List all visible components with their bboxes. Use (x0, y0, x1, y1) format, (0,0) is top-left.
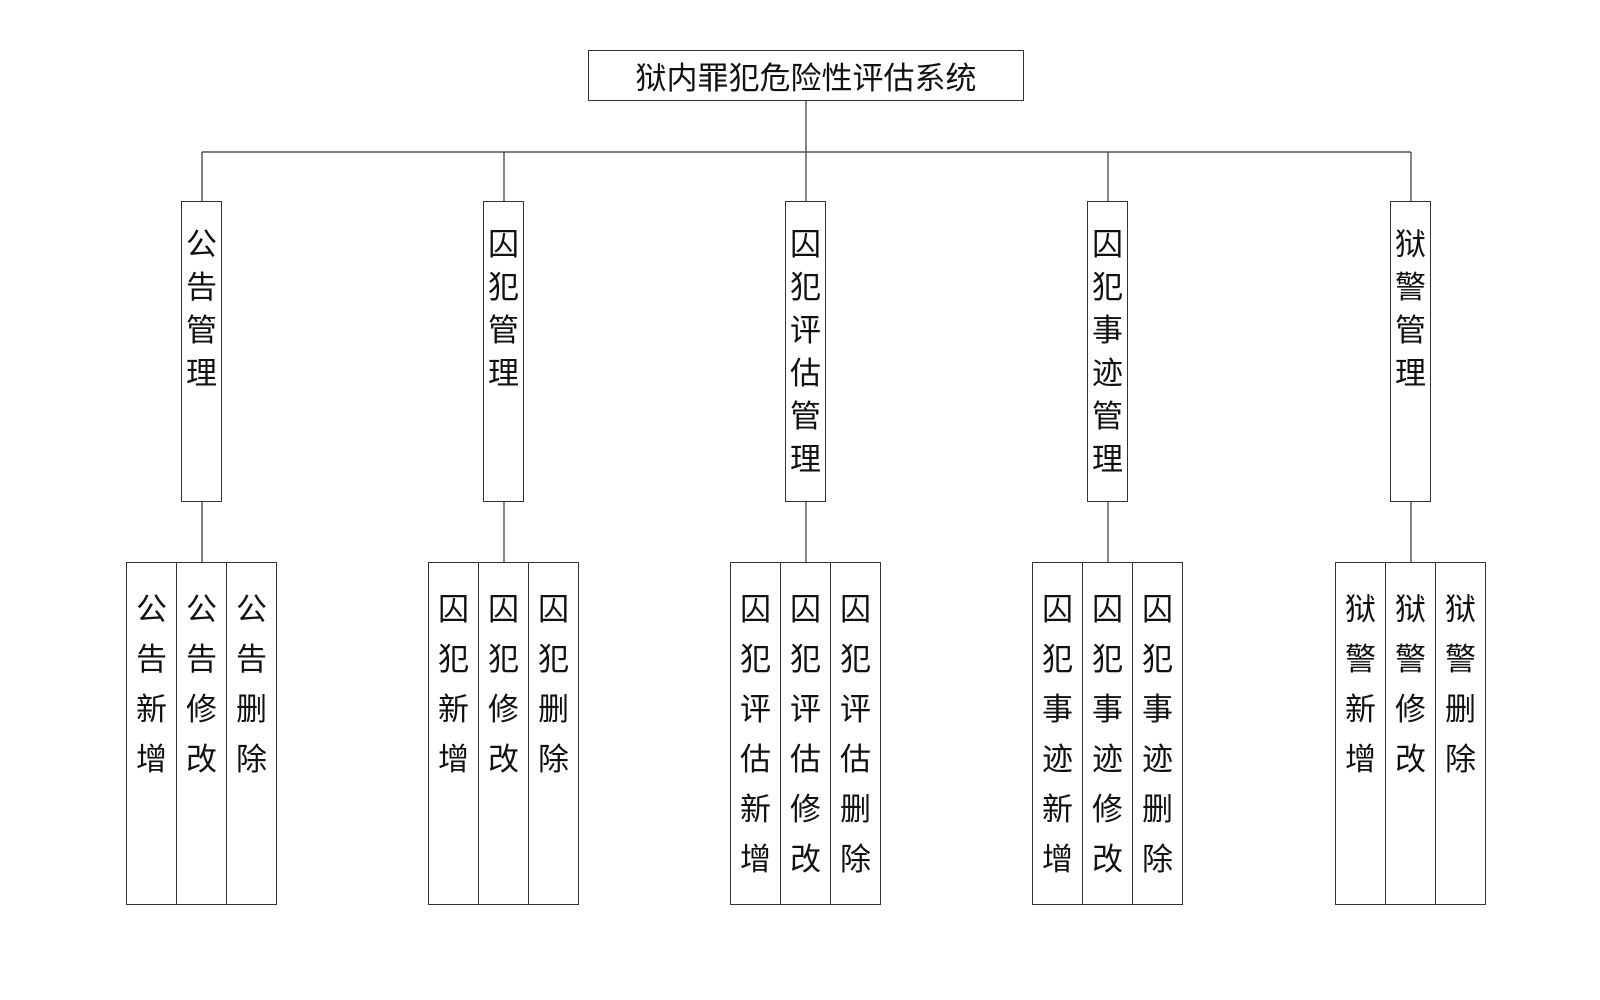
module-node-prisoner: 囚犯管理 (483, 201, 524, 502)
function-label: 囚犯评估新增 (740, 592, 771, 878)
function-label: 囚犯事迹修改 (1092, 592, 1123, 878)
function-node: 囚犯评估删除 (830, 562, 881, 905)
root-node: 狱内罪犯危险性评估系统 (588, 50, 1024, 101)
function-label: 囚犯修改 (488, 592, 519, 778)
function-node: 囚犯新增 (428, 562, 479, 905)
function-node: 囚犯删除 (528, 562, 579, 905)
root-title: 狱内罪犯危险性评估系统 (635, 61, 977, 97)
function-label: 公告新增 (136, 592, 167, 778)
function-node: 囚犯事迹删除 (1132, 562, 1183, 905)
function-label: 囚犯评估删除 (840, 592, 871, 878)
function-group-announcement: 公告新增 公告修改 公告删除 (126, 562, 278, 905)
function-node: 狱警新增 (1335, 562, 1386, 905)
function-label: 囚犯评估修改 (790, 592, 821, 878)
function-node: 公告修改 (176, 562, 227, 905)
function-node: 囚犯修改 (478, 562, 529, 905)
function-group-prisoner: 囚犯新增 囚犯修改 囚犯删除 (428, 562, 580, 905)
function-label: 囚犯删除 (538, 592, 569, 778)
function-node: 狱警删除 (1435, 562, 1486, 905)
module-label: 狱警管理 (1395, 227, 1426, 392)
function-group-deeds: 囚犯事迹新增 囚犯事迹修改 囚犯事迹删除 (1032, 562, 1184, 905)
module-node-announcement: 公告管理 (181, 201, 222, 502)
module-label: 公告管理 (186, 227, 217, 392)
function-label: 狱警新增 (1345, 592, 1376, 778)
module-label: 囚犯事迹管理 (1092, 227, 1123, 478)
function-label: 公告删除 (236, 592, 267, 778)
function-label: 狱警删除 (1445, 592, 1476, 778)
module-node-guard: 狱警管理 (1390, 201, 1431, 502)
module-node-deeds: 囚犯事迹管理 (1087, 201, 1128, 502)
function-label: 囚犯事迹新增 (1042, 592, 1073, 878)
function-node: 囚犯评估新增 (730, 562, 781, 905)
function-node: 公告新增 (126, 562, 177, 905)
function-label: 囚犯新增 (438, 592, 469, 778)
module-node-assessment: 囚犯评估管理 (785, 201, 826, 502)
function-node: 狱警修改 (1385, 562, 1436, 905)
module-label: 囚犯评估管理 (790, 227, 821, 478)
function-node: 公告删除 (226, 562, 277, 905)
module-label: 囚犯管理 (488, 227, 519, 392)
function-label: 狱警修改 (1395, 592, 1426, 778)
function-node: 囚犯评估修改 (780, 562, 831, 905)
function-group-assessment: 囚犯评估新增 囚犯评估修改 囚犯评估删除 (730, 562, 882, 905)
function-label: 公告修改 (186, 592, 217, 778)
function-group-guard: 狱警新增 狱警修改 狱警删除 (1335, 562, 1487, 905)
function-node: 囚犯事迹修改 (1082, 562, 1133, 905)
function-label: 囚犯事迹删除 (1142, 592, 1173, 878)
function-node: 囚犯事迹新增 (1032, 562, 1083, 905)
